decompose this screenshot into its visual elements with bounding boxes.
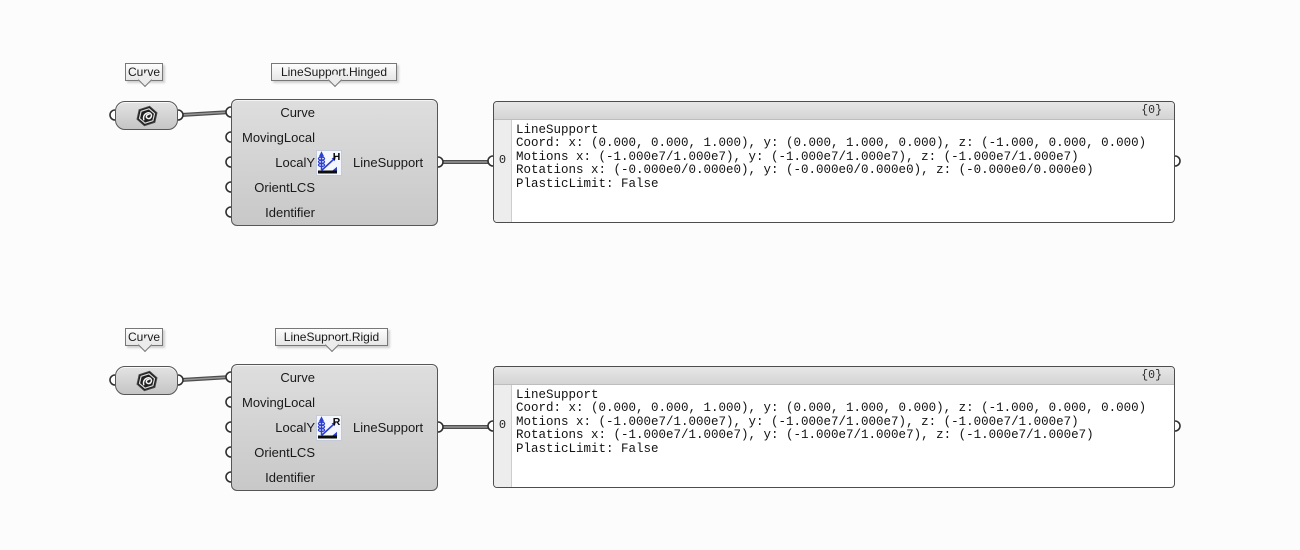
input-identifier[interactable]: Identifier: [265, 205, 315, 220]
component-nickname-label: LineSupport.Hinged: [281, 65, 387, 79]
linesupport-hinged-component[interactable]: Curve MovingLocal LocalY OrientLCS Ident…: [231, 99, 438, 226]
panel-line: LineSupport: [516, 123, 599, 137]
input-movinglocal[interactable]: MovingLocal: [242, 130, 315, 145]
panel-line-index: 0: [498, 153, 507, 167]
panel-line: PlasticLimit: False: [516, 176, 659, 191]
curve-hexagon-icon: [136, 105, 158, 127]
input-curve[interactable]: Curve: [280, 105, 315, 120]
panel-line: LineSupport: [516, 388, 599, 402]
linesupport-rigid-component[interactable]: Curve MovingLocal LocalY OrientLCS Ident…: [231, 364, 438, 491]
param-nickname-balloon: Curve: [125, 63, 163, 88]
curve-hexagon-icon: [136, 370, 158, 392]
input-orientlcs[interactable]: OrientLCS: [254, 180, 315, 195]
component-nickname-balloon: LineSupport.Rigid: [275, 328, 388, 353]
panel-margin: [494, 385, 512, 487]
param-nickname-label: Curve: [128, 65, 160, 79]
support-type-letter: R: [333, 416, 341, 428]
node-group-rigid: Curve LineSupport.Rigid Curve MovingLoca…: [0, 265, 1300, 550]
node-group-hinged: Curve LineSupport.Hinged Curve MovingLoc…: [115, 63, 1175, 226]
output-linesupport[interactable]: LineSupport: [353, 420, 424, 435]
input-identifier[interactable]: Identifier: [265, 470, 315, 485]
output-panel[interactable]: {0} 0 LineSupport Coord: x: (0.000, 0.00…: [493, 101, 1175, 223]
panel-line: Motions x: (-1.000e7/1.000e7), y: (-1.00…: [516, 414, 1079, 429]
panel-line: Coord: x: (0.000, 0.000, 1.000), y: (0.0…: [516, 401, 1147, 416]
output-linesupport[interactable]: LineSupport: [353, 155, 424, 170]
panel-line: PlasticLimit: False: [516, 441, 659, 456]
line-support-icon: H: [316, 150, 342, 176]
input-orientlcs[interactable]: OrientLCS: [254, 445, 315, 460]
panel-text: LineSupport Coord: x: (0.000, 0.000, 1.0…: [516, 388, 1147, 456]
component-nickname-balloon: LineSupport.Hinged: [271, 63, 397, 88]
panel-path-badge: {0}: [494, 367, 1174, 385]
wire-curve-to-rigid[interactable]: [179, 375, 233, 382]
param-nickname-label: Curve: [128, 330, 160, 344]
panel-path-badge: {0}: [494, 102, 1174, 120]
panel-line: Rotations x: (-1.000e7/1.000e7), y: (-1.…: [516, 428, 1094, 443]
panel-line: Motions x: (-1.000e7/1.000e7), y: (-1.00…: [516, 149, 1079, 164]
component-nickname-label: LineSupport.Rigid: [284, 330, 379, 344]
panel-line-index: 0: [498, 418, 507, 432]
input-localy[interactable]: LocalY: [275, 155, 315, 170]
support-type-letter: H: [333, 151, 341, 163]
line-support-icon: R: [316, 415, 342, 441]
curve-param[interactable]: [115, 101, 178, 130]
input-curve[interactable]: Curve: [280, 370, 315, 385]
panel-line: Coord: x: (0.000, 0.000, 1.000), y: (0.0…: [516, 136, 1147, 151]
input-localy[interactable]: LocalY: [275, 420, 315, 435]
param-nickname-balloon: Curve: [125, 328, 163, 353]
panel-line: Rotations x: (-0.000e0/0.000e0), y: (-0.…: [516, 163, 1094, 178]
curve-param[interactable]: [115, 366, 178, 395]
wire-curve-to-hinged[interactable]: [179, 110, 233, 117]
panel-margin: [494, 120, 512, 222]
input-movinglocal[interactable]: MovingLocal: [242, 395, 315, 410]
panel-text: LineSupport Coord: x: (0.000, 0.000, 1.0…: [516, 123, 1147, 191]
output-panel[interactable]: {0} 0 LineSupport Coord: x: (0.000, 0.00…: [493, 366, 1175, 488]
